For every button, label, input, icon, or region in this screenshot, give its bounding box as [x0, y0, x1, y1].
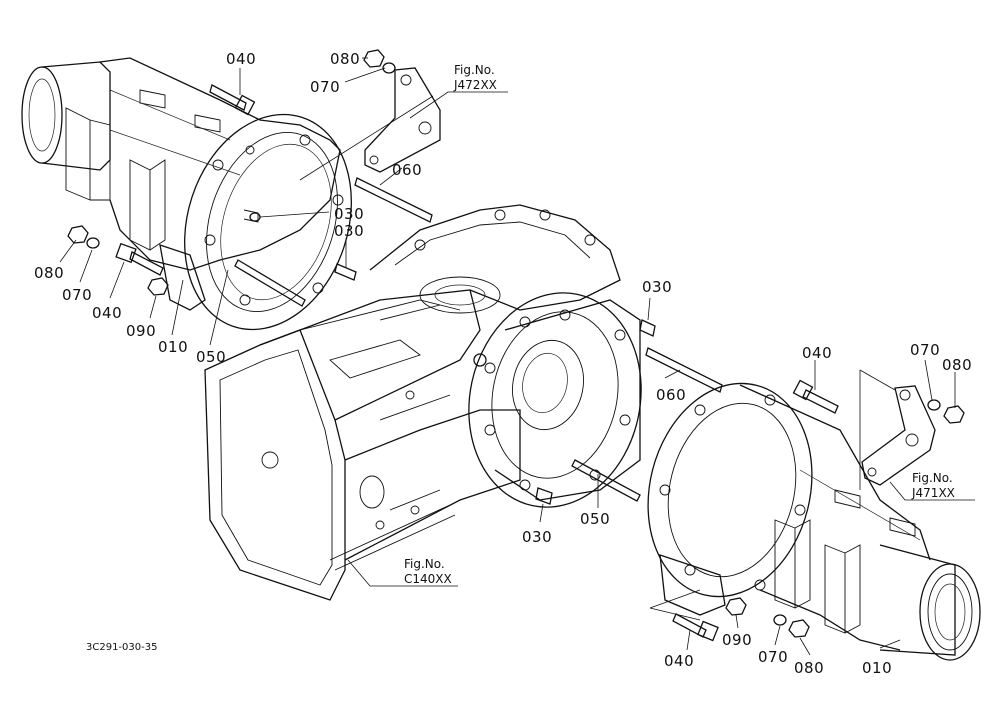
label-050-mid: 050	[580, 510, 610, 528]
label-080-top: 080	[330, 50, 360, 68]
label-040-right: 040	[802, 344, 832, 362]
label-080-bottom: 080	[794, 659, 824, 677]
right-bracket	[861, 385, 936, 486]
label-030-c: 030	[642, 278, 672, 296]
label-030-b: 030	[334, 222, 364, 240]
label-010-left: 010	[158, 338, 188, 356]
fig-ref-j471-line1: Fig.No.	[912, 471, 953, 485]
label-050-left: 050	[196, 348, 226, 366]
label-040-bottom: 040	[664, 652, 694, 670]
label-070-bottom: 070	[758, 648, 788, 666]
fasteners	[67, 49, 965, 642]
part-number-labels: 040 080 070 060 030 030 080 070 040 090 …	[34, 50, 972, 677]
label-070-left: 070	[62, 286, 92, 304]
left-bracket	[364, 67, 441, 173]
label-080-left: 080	[34, 264, 64, 282]
label-010-right: 010	[862, 659, 892, 677]
transmission-case	[204, 204, 642, 601]
fig-ref-j472-line2: J472XX	[453, 78, 497, 92]
fig-ref-j472-line1: Fig.No.	[454, 63, 495, 77]
label-070-right: 070	[910, 341, 940, 359]
right-axle-housing	[647, 382, 981, 661]
label-040-top: 040	[226, 50, 256, 68]
label-030-a: 030	[334, 205, 364, 223]
label-060-top: 060	[392, 161, 422, 179]
label-070-top: 070	[310, 78, 340, 96]
drawing-code: 3C291-030-35	[86, 642, 157, 653]
left-axle-housing	[21, 57, 352, 331]
fig-ref-c140-line1: Fig.No.	[404, 557, 445, 571]
fig-ref-c140-line2: C140XX	[404, 572, 452, 586]
label-060-mid: 060	[656, 386, 686, 404]
label-080-right: 080	[942, 356, 972, 374]
fig-ref-j471-line2: J471XX	[911, 486, 955, 500]
label-090-bottom: 090	[722, 631, 752, 649]
leader-lines	[59, 57, 975, 656]
label-090-left: 090	[126, 322, 156, 340]
label-030-d: 030	[522, 528, 552, 546]
figure-references: Fig.No. J472XX Fig.No. J471XX Fig.No. C1…	[404, 63, 955, 586]
label-040-left: 040	[92, 304, 122, 322]
